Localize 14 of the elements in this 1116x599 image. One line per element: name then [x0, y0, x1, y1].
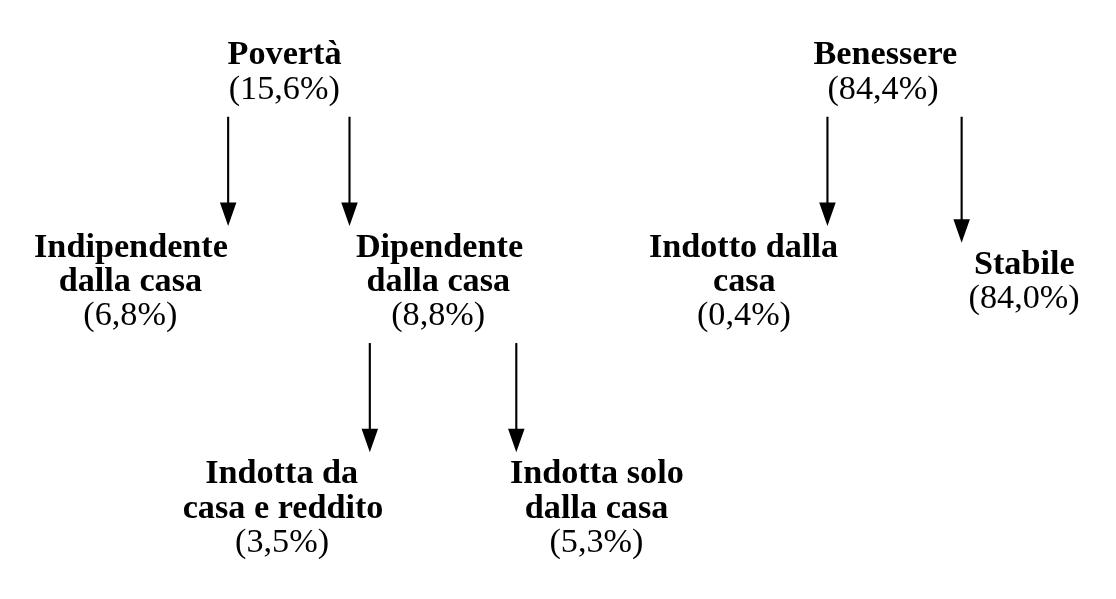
arrow [361, 342, 379, 452]
node-text: Stabile (84,0%) [968, 243, 1080, 315]
node-text: Indotta solo dalla casa (5,3%) [509, 452, 684, 559]
node-text: Indotta da casa e reddito (3,5%) [182, 452, 384, 559]
node-text: Povertà (15,6%) [227, 33, 342, 106]
node-text: Indotto dalla casa (0,4%) [648, 226, 839, 332]
arrow [508, 342, 525, 452]
arrow [219, 116, 237, 226]
node-text: Benessere (84,4%) [813, 33, 958, 106]
arrow [341, 116, 358, 226]
node-text: Indipendente dalla casa (6,8%) [34, 226, 228, 332]
node-text: Dipendente dalla casa (8,8%) [355, 226, 524, 332]
arrow [819, 116, 836, 226]
arrow [953, 116, 970, 243]
